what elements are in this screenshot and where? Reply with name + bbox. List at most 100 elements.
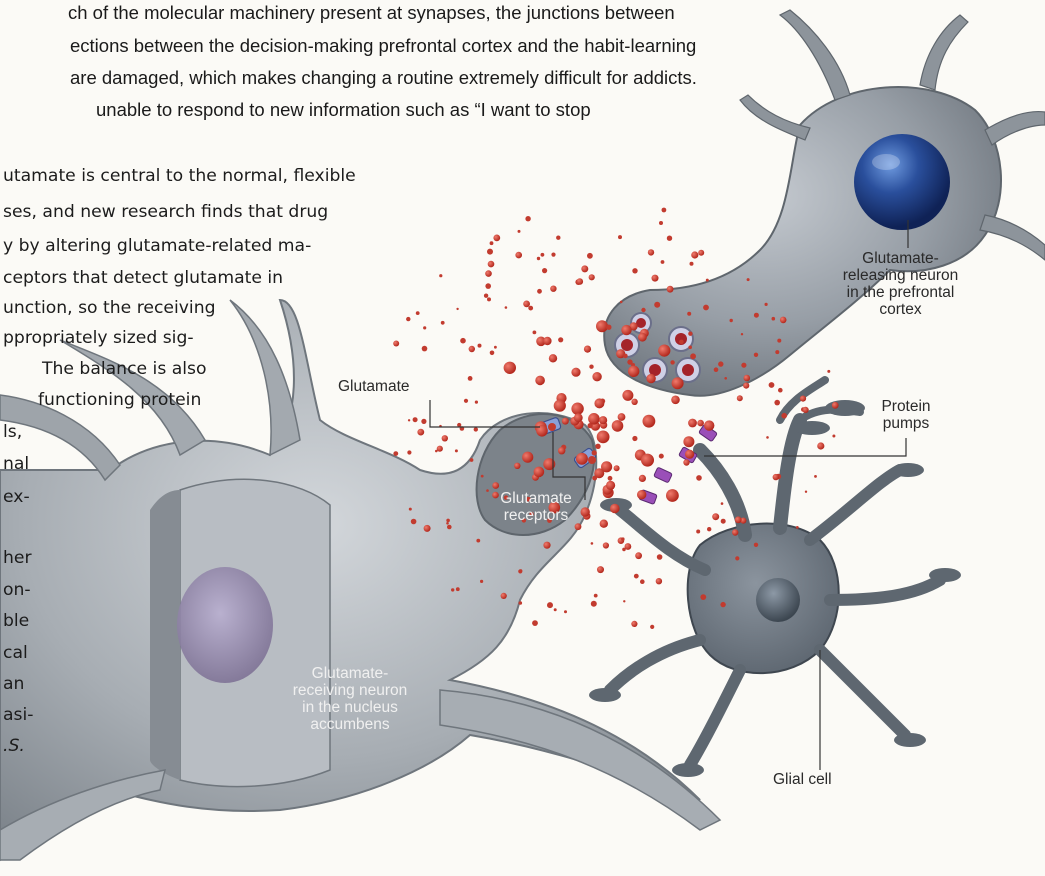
glutamate-dot [456,308,458,310]
text-line: are damaged, which makes changing a rout… [70,67,697,89]
glutamate-dot [696,475,702,481]
glutamate-dot [741,363,746,368]
glutamate-dot [621,325,631,335]
glutamate-dot [600,520,608,528]
glutamate-dot [765,303,768,306]
glutamate-dot [447,525,452,530]
text-line: cal [3,643,28,663]
glutamate-dot [456,587,460,591]
glutamate-dot [737,395,743,401]
glutamate-dot [571,368,580,377]
glutamate-dot [591,542,594,545]
glutamate-dot [514,463,520,469]
glutamate-dot [623,354,628,359]
text-line: ls, [3,422,22,442]
glutamate-dot [551,253,555,257]
glutamate-dot [743,383,749,389]
glutamate-dot [558,337,563,342]
glutamate-dot [469,346,475,352]
glutamate-dot [685,450,694,459]
glutamate-dot [657,554,663,560]
neuron-nucleus [854,134,950,230]
glutamate-dot [537,257,540,260]
glutamate-dot [523,301,530,308]
glutamate-dot [584,346,591,353]
glutamate-dot [591,601,597,607]
glutamate-dot [442,435,448,441]
glutamate-dot [703,305,709,311]
glutamate-dot [485,270,492,277]
glutamate-dot [778,388,783,393]
glutamate-dot [562,418,569,425]
glutamate-receptors-label: Glutamate receptors [481,490,591,524]
glutamate-dot [690,262,694,266]
glutamate-dot [592,372,601,381]
glutamate-dot [691,251,698,258]
text-line: asi- [3,705,33,725]
protein-pumps-label: Protein pumps [866,398,946,432]
glutamate-dot [515,252,522,259]
glutamate-dot [488,261,495,268]
glutamate-dot [485,283,491,289]
glutamate-dot [577,278,584,285]
glutamate-dot [541,253,545,257]
glutamate-dot [662,208,667,213]
text-line: ble [3,611,29,631]
glutamate-dot [487,249,493,255]
glutamate-dot [504,362,516,374]
glutamate-dot [621,537,624,540]
glutamate-dot [556,236,560,240]
glutamate-dot [476,539,480,543]
glutamate-dot [520,569,523,572]
glutamate-dot [652,275,659,282]
glutamate-dot [519,601,523,605]
glutamate-dot [697,420,704,427]
glutamate-dot [622,548,626,552]
glutamate-dot [646,374,655,383]
glutamate-dot [417,429,424,436]
text-line: ex- [3,487,30,507]
glutamate-dot [439,274,442,277]
glutamate-dot [618,413,626,421]
glutamate-dot [406,317,410,321]
glutamate-dot [474,427,478,431]
glutamate-dot [574,413,583,422]
glutamate-dot [706,279,709,282]
text-line: on- [3,580,31,600]
glutamate-dot [796,526,799,529]
text-line: nal [3,454,29,474]
text-line: y by altering glutamate-related ma- [3,236,311,256]
glutamate-dot [814,475,817,478]
text-line: ch of the molecular machinery present at… [68,2,675,24]
glutamate-dot [690,353,696,359]
glutamate-dot [594,594,598,598]
glutamate-dot [704,420,714,430]
glutamate-dot [423,326,426,329]
glutamate-dot [640,579,645,584]
glutamate-dot [656,578,662,584]
glutamate-dot [650,625,654,629]
text-line: ses, and new research finds that drug [3,202,328,222]
glutamate-dot [687,312,691,316]
glutamate-dot [774,400,780,406]
glutamate-dot [623,600,625,602]
glutamate-dot [534,467,545,478]
glutamate-dot [532,620,538,626]
text-line: The balance is also [42,359,207,379]
receiving-neuron-label: Glutamate- receiving neuron in the nucle… [270,665,430,733]
glutamate-dot [550,286,556,292]
glutamate-dot [707,527,711,531]
glutamate-dot [464,399,468,403]
text-line: .S. [3,736,25,756]
glutamate-dot [634,574,639,579]
glutamate-dot [661,260,665,264]
glutamate-dot [475,401,478,404]
glutamate-dot [667,286,674,293]
glutamate-dot [635,552,642,559]
glutamate-dot [525,216,530,221]
glutamate-dot [554,400,566,412]
text-line: an [3,674,24,694]
glutamate-dot [437,446,443,452]
glutamate-dot [599,416,607,424]
